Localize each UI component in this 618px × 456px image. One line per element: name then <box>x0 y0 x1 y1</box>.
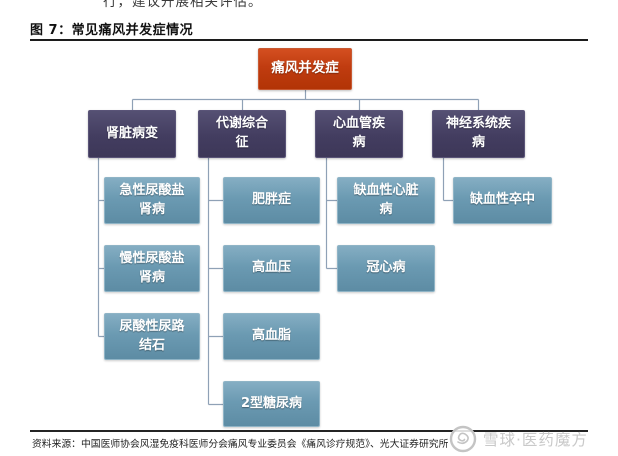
figure-title: 图 7：常见痛风并发症情况 <box>30 23 194 38</box>
title-divider <box>30 39 588 41</box>
node-branch-nervous-system-disease: 神经系统疾病 <box>432 110 525 158</box>
node-branch-metabolic-syndrome: 代谢综合征 <box>198 110 286 158</box>
watermark-text: 雪球·医药魔方 <box>483 431 588 449</box>
bottom-divider <box>30 430 588 432</box>
node-branch-cardiovascular-disease: 心血管疾病 <box>315 110 403 158</box>
connector-branch-cardiovascular <box>325 158 337 270</box>
watermark: 雪球·医药魔方 <box>448 424 588 454</box>
xueqiu-logo-icon <box>449 425 477 453</box>
node-ischemic-stroke: 缺血性卒中 <box>453 177 552 224</box>
node-hypertension: 高血压 <box>223 245 320 292</box>
clipped-text-line: 行，建议开展相关评估。 <box>103 0 263 10</box>
node-type-2-diabetes: 2型糖尿病 <box>223 381 320 427</box>
node-acute-urate-nephropathy: 急性尿酸盐肾病 <box>104 177 200 224</box>
node-branch-kidney-lesions: 肾脏病变 <box>88 110 176 158</box>
node-ischemic-heart-disease: 缺血性心脏病 <box>337 177 435 224</box>
node-gout-complications: 痛风并发症 <box>258 48 352 90</box>
source-note: 资料来源：中国医师协会风湿免疫科医师分会痛风专业委员会《痛风诊疗规范》、光大证券… <box>32 439 449 450</box>
connector-branch-nervous <box>442 158 453 202</box>
connector-branch-metabolic <box>207 158 223 406</box>
node-chronic-urate-nephropathy: 慢性尿酸盐肾病 <box>104 245 200 292</box>
connector-branch-kidney <box>97 158 104 338</box>
node-coronary-heart-disease: 冠心病 <box>337 245 435 292</box>
node-hyperlipidemia: 高血脂 <box>223 313 320 360</box>
connector-root-bus <box>131 90 480 110</box>
node-uric-acid-urolithiasis: 尿酸性尿路结石 <box>104 313 200 360</box>
node-obesity: 肥胖症 <box>223 177 320 224</box>
